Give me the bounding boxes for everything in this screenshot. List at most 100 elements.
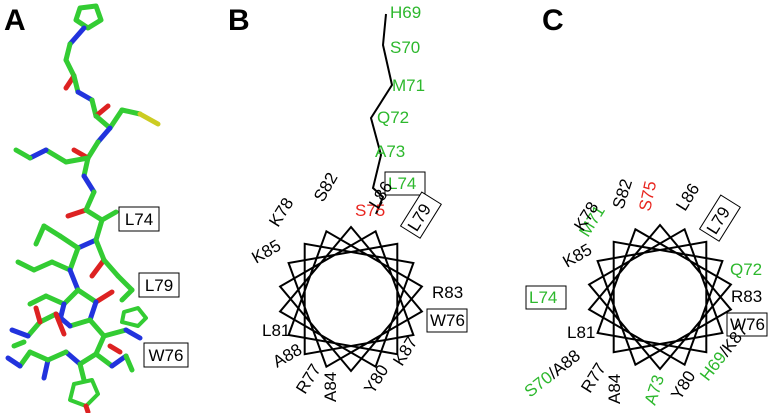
panel-c-wheel-star bbox=[587, 223, 733, 371]
svg-text:S75: S75 bbox=[355, 201, 385, 220]
stick-bond bbox=[93, 237, 107, 263]
svg-text:R83: R83 bbox=[432, 283, 463, 302]
svg-text:L74: L74 bbox=[529, 288, 557, 307]
stick-bond bbox=[57, 233, 81, 251]
svg-text:W76: W76 bbox=[730, 315, 765, 334]
stick-bond bbox=[73, 3, 104, 31]
stick-bond bbox=[75, 287, 99, 305]
panel-b-tail-residue: S70 bbox=[390, 38, 420, 57]
stick-bond bbox=[101, 257, 121, 279]
svg-text:R83: R83 bbox=[731, 287, 762, 306]
svg-text:L86: L86 bbox=[672, 180, 703, 214]
svg-text:S82: S82 bbox=[310, 169, 342, 205]
svg-text:S82: S82 bbox=[609, 177, 636, 212]
stick-bond bbox=[13, 147, 33, 161]
panel-b-wheel-residue: L81 bbox=[262, 321, 290, 340]
panel-c-wheel-residue: K85 bbox=[560, 240, 596, 272]
stick-bond bbox=[77, 361, 87, 383]
stick-bond bbox=[45, 349, 69, 363]
stick-bond bbox=[27, 349, 51, 363]
stick-bond bbox=[43, 293, 67, 307]
stick-bond bbox=[33, 223, 47, 247]
stick-bond bbox=[17, 349, 33, 369]
svg-text:W76: W76 bbox=[430, 311, 465, 330]
panel-c-wheel-residue: L81 bbox=[567, 323, 595, 342]
stick-bond bbox=[85, 139, 101, 161]
stick-bond bbox=[83, 207, 105, 223]
stick-bond bbox=[81, 173, 97, 195]
svg-text:L81: L81 bbox=[262, 321, 290, 340]
panel-b-wheel-residue: L79 bbox=[399, 191, 442, 239]
panel-c-wheel-residue: S70/A88 bbox=[521, 346, 584, 401]
stick-bond bbox=[67, 25, 87, 47]
stick-bond bbox=[41, 223, 63, 239]
panel-c-wheel-residue: R83 bbox=[731, 287, 762, 306]
panel-b-tail-residue: Q72 bbox=[377, 108, 409, 127]
stick-bond bbox=[101, 327, 129, 339]
stick-bond bbox=[63, 155, 91, 165]
svg-text:K85: K85 bbox=[560, 240, 596, 272]
stick-bond bbox=[61, 287, 81, 307]
stick-bond bbox=[31, 259, 55, 273]
panel-b-wheel-residue: K78 bbox=[265, 194, 297, 230]
svg-text:L79: L79 bbox=[145, 276, 173, 295]
stick-bond bbox=[57, 301, 67, 323]
stick-bond bbox=[93, 333, 107, 357]
stick-bond bbox=[83, 403, 91, 413]
panel-b-wheel-residue: K85 bbox=[249, 236, 285, 268]
panel-a-label-w76: W76 bbox=[143, 342, 189, 368]
panel-c-wheel-residue: Y80 bbox=[667, 367, 699, 403]
stick-bond bbox=[93, 113, 113, 131]
svg-text:S70/A88: S70/A88 bbox=[521, 346, 584, 401]
stick-bond bbox=[33, 305, 43, 325]
stick-bond bbox=[107, 107, 125, 131]
panel-c-wheel-residue: L86 bbox=[672, 180, 703, 214]
stick-bond bbox=[43, 147, 69, 165]
svg-text:A88: A88 bbox=[270, 340, 306, 372]
svg-text:L81: L81 bbox=[567, 323, 595, 342]
stick-bond bbox=[83, 189, 97, 213]
svg-text:A84: A84 bbox=[321, 372, 340, 402]
stick-bond bbox=[93, 103, 111, 119]
stick-bond bbox=[75, 237, 99, 251]
stick-bond bbox=[41, 357, 51, 381]
stick-bond bbox=[11, 339, 27, 349]
stick-bond bbox=[67, 267, 81, 293]
panel-b-wheel-residue: A84 bbox=[321, 372, 340, 402]
stick-bond bbox=[27, 147, 49, 161]
stick-bond bbox=[71, 73, 81, 95]
panel-b-tail-residue: M71 bbox=[392, 76, 425, 95]
svg-text:L74: L74 bbox=[388, 174, 416, 193]
stick-bond bbox=[65, 207, 89, 219]
stick-bond bbox=[63, 41, 73, 63]
stick-bond bbox=[120, 306, 148, 328]
panel-c-wheel-residue: A84 bbox=[605, 374, 624, 404]
stick-bond bbox=[93, 217, 105, 243]
stick-bond bbox=[123, 327, 143, 341]
stick-bond bbox=[93, 289, 115, 305]
stick-bond bbox=[123, 353, 135, 373]
stick-bond bbox=[67, 245, 81, 273]
stick-bond bbox=[115, 273, 135, 293]
panel-c-wheel-residue: L74 bbox=[525, 285, 567, 310]
stick-bond bbox=[63, 349, 83, 367]
stick-bond bbox=[63, 57, 77, 79]
panel-b-wheel-residue: R83 bbox=[432, 283, 463, 302]
stick-bond bbox=[93, 351, 115, 369]
panel-b-wheel-residue: A88 bbox=[270, 340, 306, 372]
svg-text:K85: K85 bbox=[249, 236, 285, 268]
panel-b-wheel-star bbox=[278, 225, 424, 373]
panel-b-wheel-residue: L74 bbox=[384, 171, 426, 196]
stick-bond bbox=[25, 319, 43, 339]
stick-bond bbox=[68, 378, 100, 408]
stick-bond bbox=[67, 317, 93, 329]
stick-model bbox=[5, 3, 161, 413]
stick-bond bbox=[37, 311, 59, 325]
svg-text:Q72: Q72 bbox=[730, 260, 762, 279]
panel-c-wheel-residue: Q72 bbox=[730, 260, 762, 279]
